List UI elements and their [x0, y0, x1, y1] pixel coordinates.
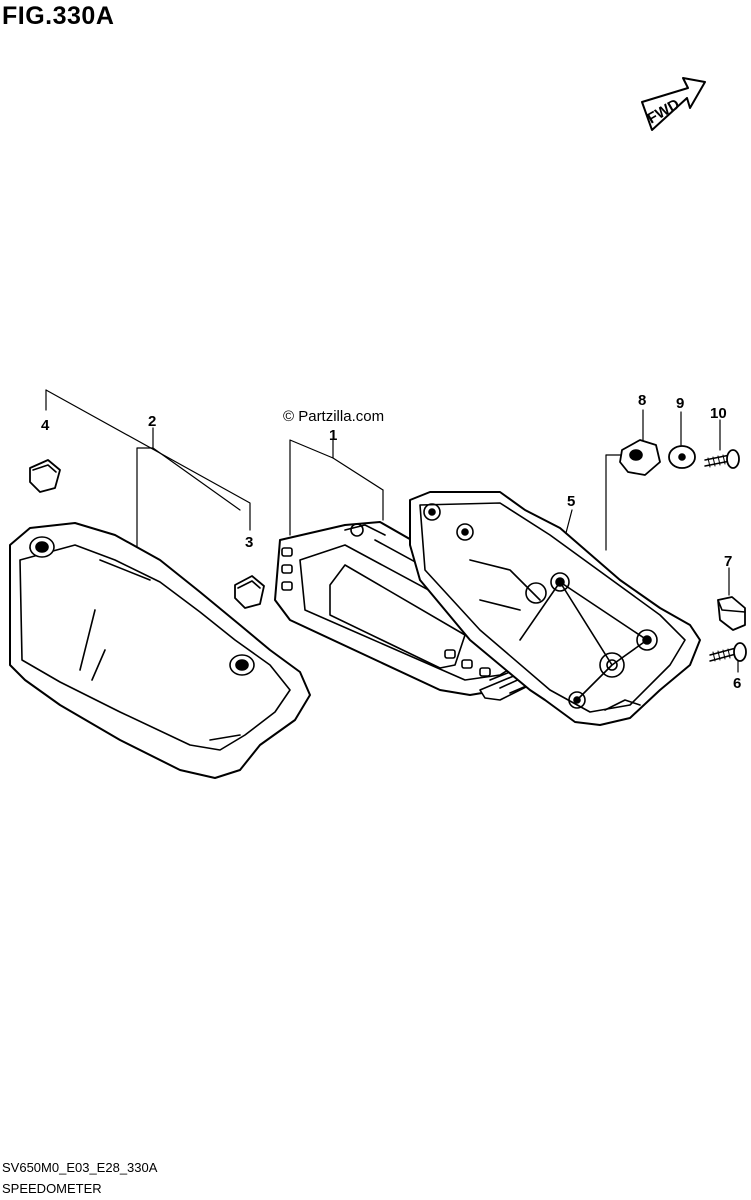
callout-3: 3 — [245, 534, 253, 551]
callout-2: 2 — [148, 413, 156, 430]
cushion-part-8 — [619, 439, 661, 476]
callout-10: 10 — [710, 405, 727, 422]
diagram-code: SV650M0_E03_E28_330A — [2, 1160, 158, 1175]
callout-6: 6 — [733, 675, 741, 692]
grommet-part-3 — [234, 575, 265, 609]
callout-labels: 1 2 3 4 5 6 7 8 9 10 — [41, 392, 741, 692]
copyright-watermark: © Partzilla.com — [283, 408, 385, 425]
meter-case-part — [409, 491, 701, 726]
screw-part-6 — [709, 642, 747, 662]
screw-part-10 — [704, 449, 740, 469]
meter-cover-part — [9, 522, 311, 779]
figure-title: FIG.330A — [2, 2, 115, 30]
callout-7: 7 — [724, 553, 732, 570]
clip-nut-part-7 — [717, 596, 746, 631]
section-name: SPEEDOMETER — [2, 1181, 102, 1196]
fwd-arrow-icon: FWD — [641, 77, 706, 131]
grommet-part-4 — [29, 459, 61, 493]
callout-1: 1 — [329, 427, 337, 444]
callout-4: 4 — [41, 417, 50, 434]
callout-5: 5 — [567, 493, 575, 510]
callout-8: 8 — [638, 392, 646, 409]
callout-9: 9 — [676, 395, 684, 412]
washer-part-9 — [668, 445, 696, 469]
